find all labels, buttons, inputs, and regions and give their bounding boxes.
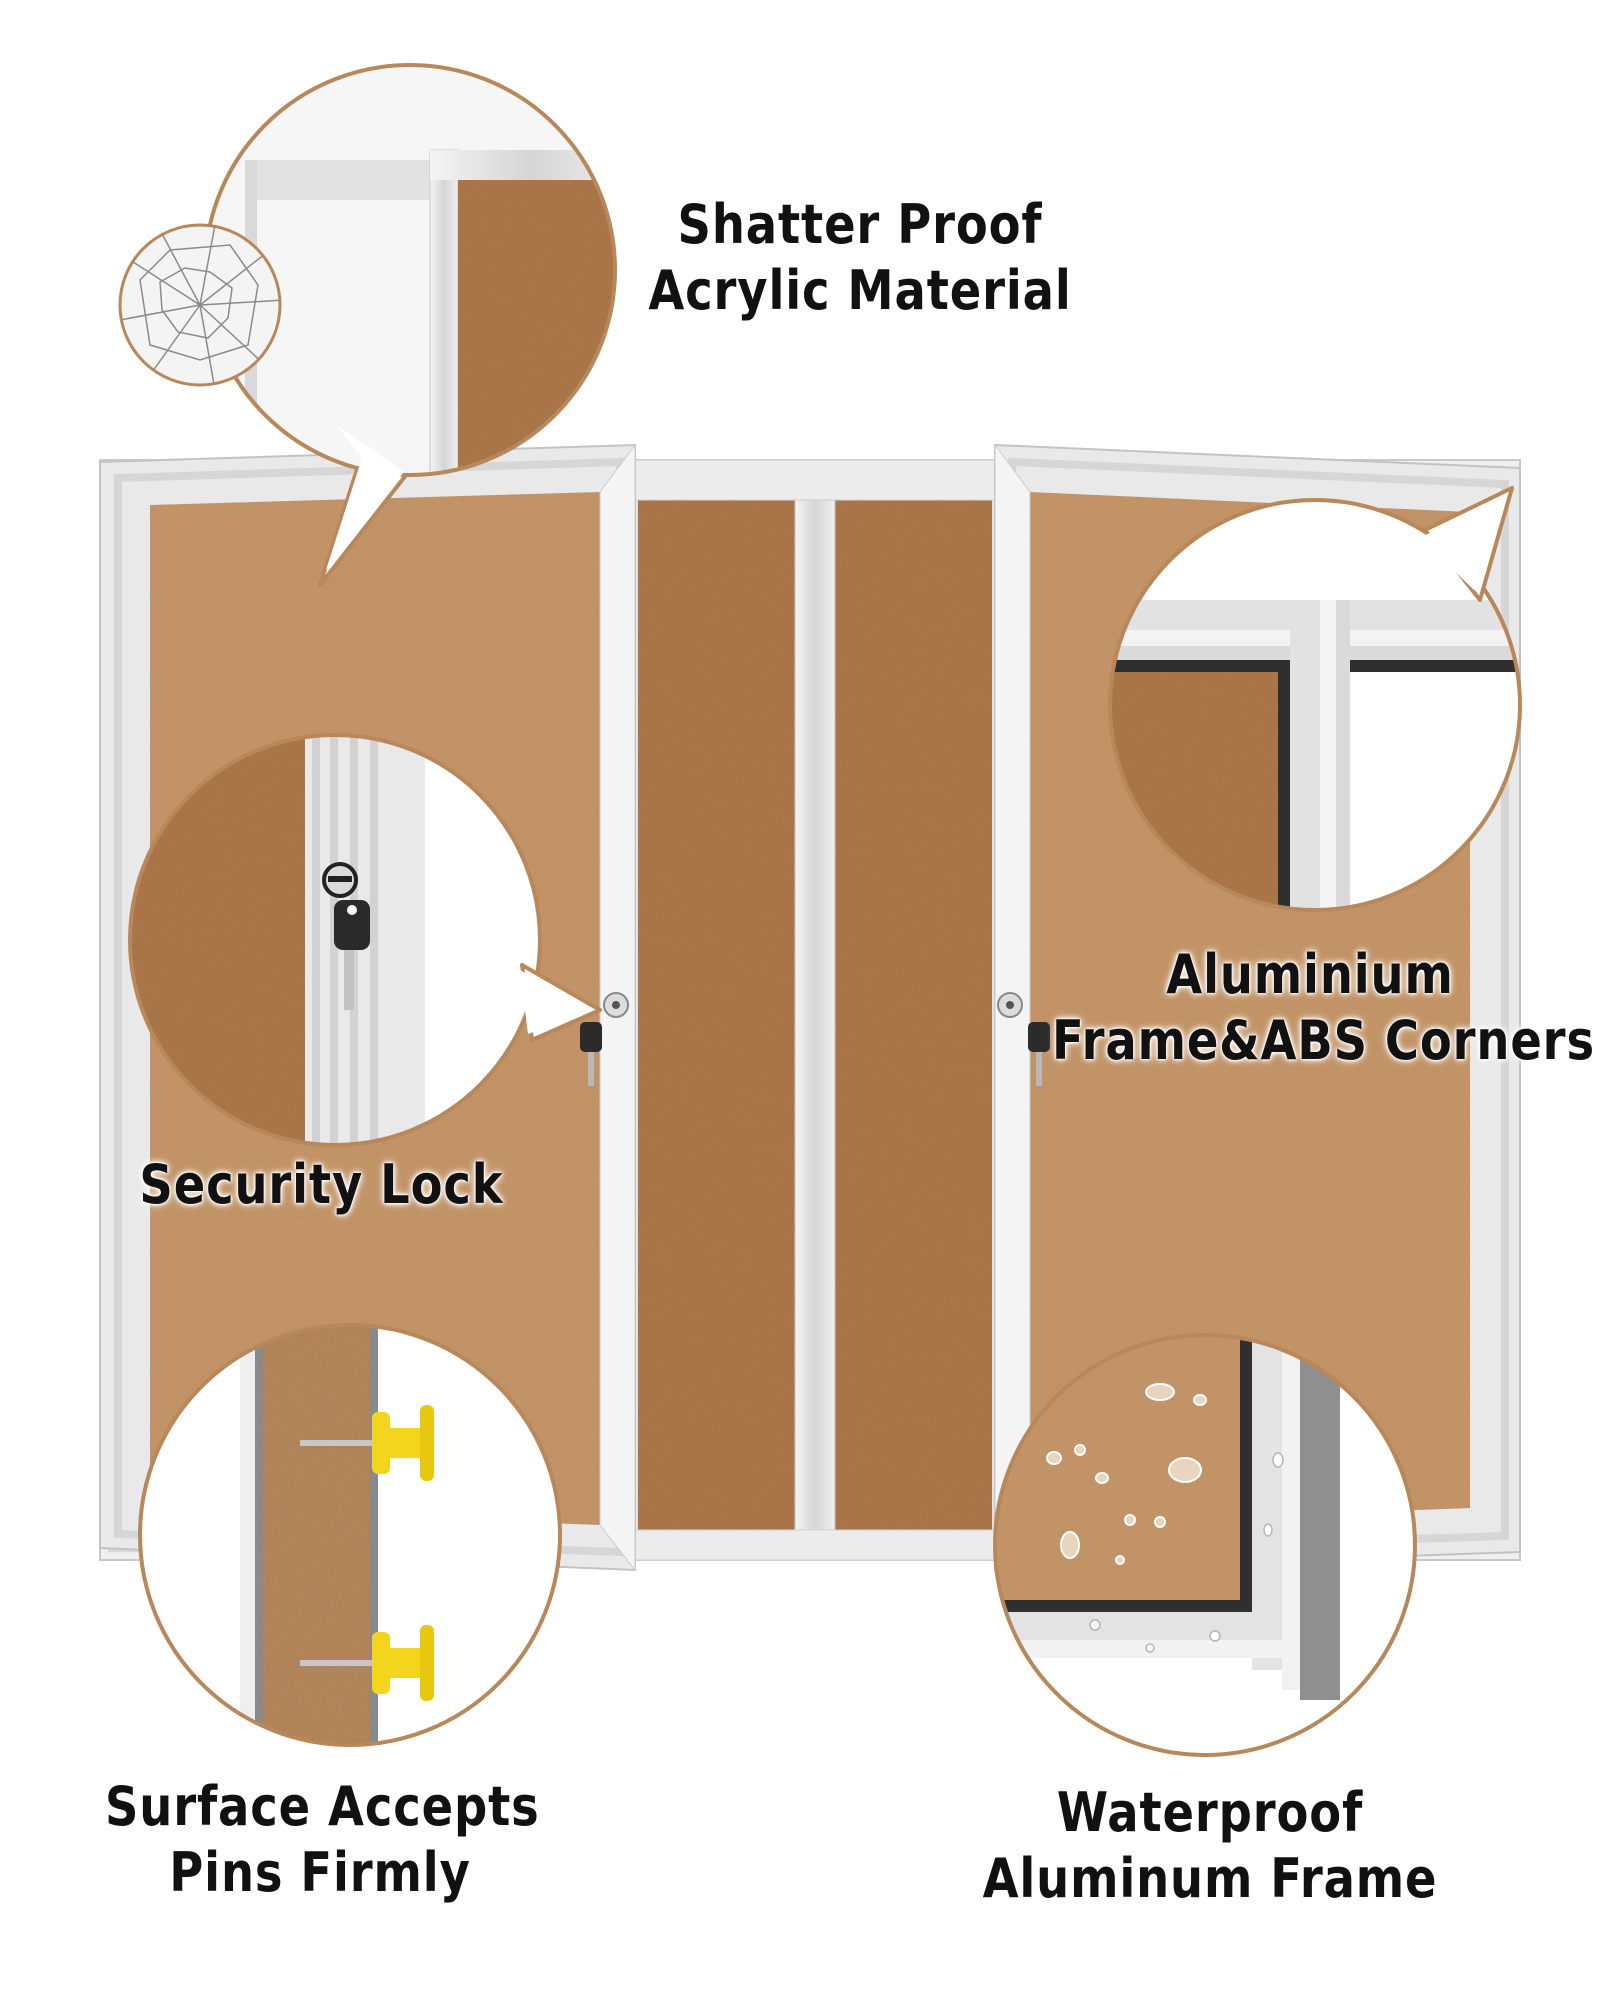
aluminium-frame-label-line1: Aluminium (1166, 943, 1454, 1006)
security-lock-label-line1: Security Lock (139, 1153, 504, 1216)
left-door-lock-icon[interactable] (580, 992, 629, 1086)
pins-callout (138, 1323, 562, 1747)
security-lock-callout (128, 733, 602, 1147)
waterproof-callout (993, 1333, 1417, 1757)
aluminium-corner-callout (1108, 486, 1522, 912)
waterproof-label: Waterproof Aluminum Frame (969, 1780, 1451, 1912)
aluminium-frame-label-line2: Frame&ABS Corners (1052, 1008, 1595, 1072)
shatter-proof-label-line2: Acrylic Material (648, 258, 1072, 322)
aluminium-frame-label: Aluminium Frame&ABS Corners (1052, 942, 1595, 1074)
pins-label-line1: Surface Accepts (105, 1775, 540, 1838)
shatter-proof-label: Shatter Proof Acrylic Material (636, 192, 1083, 324)
pins-label-line2: Pins Firmly (169, 1840, 471, 1904)
waterproof-label-line2: Aluminum Frame (982, 1846, 1438, 1910)
shatter-proof-callout (203, 63, 617, 587)
waterproof-label-line1: Waterproof (1056, 1781, 1364, 1844)
right-door-lock-icon[interactable] (997, 992, 1050, 1086)
security-lock-label: Security Lock (139, 1152, 504, 1218)
cracked-glass-icon (118, 223, 282, 387)
pins-label: Surface Accepts Pins Firmly (105, 1774, 540, 1906)
shatter-proof-label-line1: Shatter Proof (677, 193, 1043, 256)
